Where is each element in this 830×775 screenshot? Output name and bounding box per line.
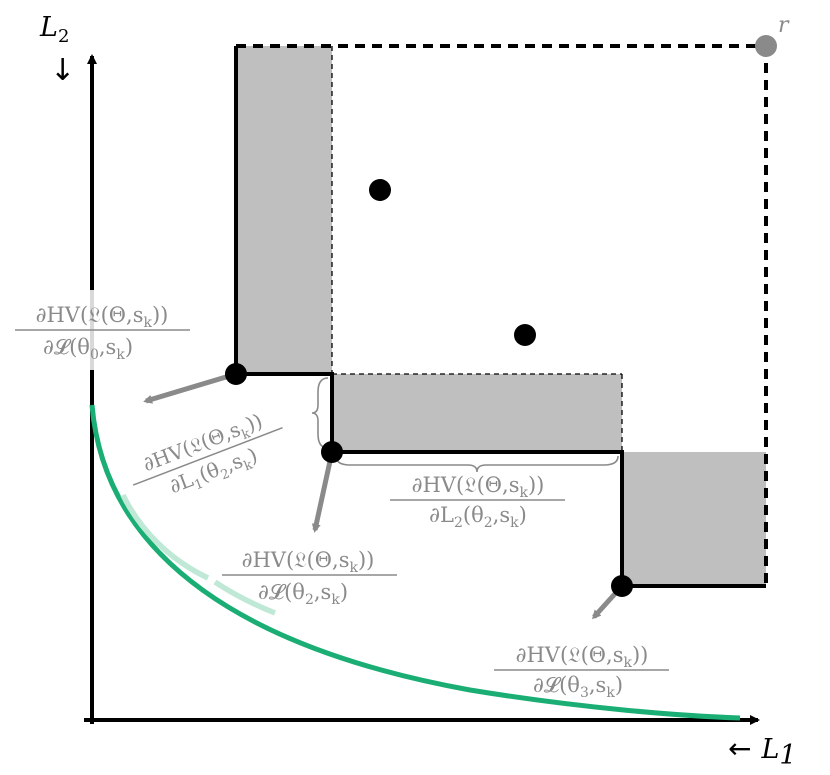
dominated-point: [369, 179, 391, 201]
x-axis-direction-icon: ←: [728, 732, 751, 765]
contribution-region-theta0: [236, 46, 332, 374]
annotation-grad-L2-theta2: ∂HV(𝔏(Θ,sk)) ∂L2(θ2,sk): [390, 473, 565, 531]
pareto-front-curve-highlight: [213, 579, 277, 616]
gradient-arrow-theta2: [311, 451, 335, 533]
contribution-region-theta3: [622, 452, 766, 586]
svg-text:∂HV(𝔏(Θ,sk)): ∂HV(𝔏(Θ,sk)): [412, 473, 545, 501]
contribution-region-theta2: [332, 374, 622, 452]
brace-L1: [311, 377, 329, 449]
y-axis-label: L2: [39, 12, 69, 47]
pareto-front-curve-highlight: [120, 493, 210, 581]
annotation-grad-theta2: ∂HV(𝔏(Θ,sk)) ∂𝓛(θ2,sk): [222, 548, 397, 608]
svg-text:∂𝓛(θ0,sk): ∂𝓛(θ0,sk): [43, 335, 133, 363]
svg-text:∂HV(𝔏(Θ,sk)): ∂HV(𝔏(Θ,sk)): [516, 643, 649, 671]
annotation-grad-theta0: ∂HV(𝔏(Θ,sk)) ∂𝓛(θ0,sk): [15, 303, 190, 363]
svg-text:∂HV(𝔏(Θ,sk)): ∂HV(𝔏(Θ,sk)): [242, 548, 375, 576]
annotation-grad-L1-theta2: ∂HV(𝔏(Θ,sk)) ∂L1(θ2,sk): [132, 409, 283, 498]
dominated-point: [514, 324, 536, 346]
reference-point: [755, 35, 777, 57]
brace-L2: [335, 455, 619, 473]
pareto-front-curve: [89, 404, 741, 721]
gradient-arrow-theta0: [143, 371, 237, 404]
solution-point-theta3: [611, 575, 633, 597]
svg-text:∂𝓛(θ3,sk): ∂𝓛(θ3,sk): [533, 673, 623, 701]
svg-text:∂HV(𝔏(Θ,sk)): ∂HV(𝔏(Θ,sk)): [36, 303, 169, 331]
annotation-grad-theta3: ∂HV(𝔏(Θ,sk)) ∂𝓛(θ3,sk): [494, 643, 669, 701]
y-axis-direction-icon: ↓: [50, 53, 75, 88]
svg-text:∂𝓛(θ2,sk): ∂𝓛(θ2,sk): [258, 580, 348, 608]
solution-point-theta2: [321, 441, 343, 463]
x-axis-label: ← L1: [728, 732, 797, 771]
reference-point-label: r: [778, 13, 790, 38]
solution-point-theta0: [225, 363, 247, 385]
svg-text:∂L2(θ2,sk): ∂L2(θ2,sk): [429, 503, 527, 531]
